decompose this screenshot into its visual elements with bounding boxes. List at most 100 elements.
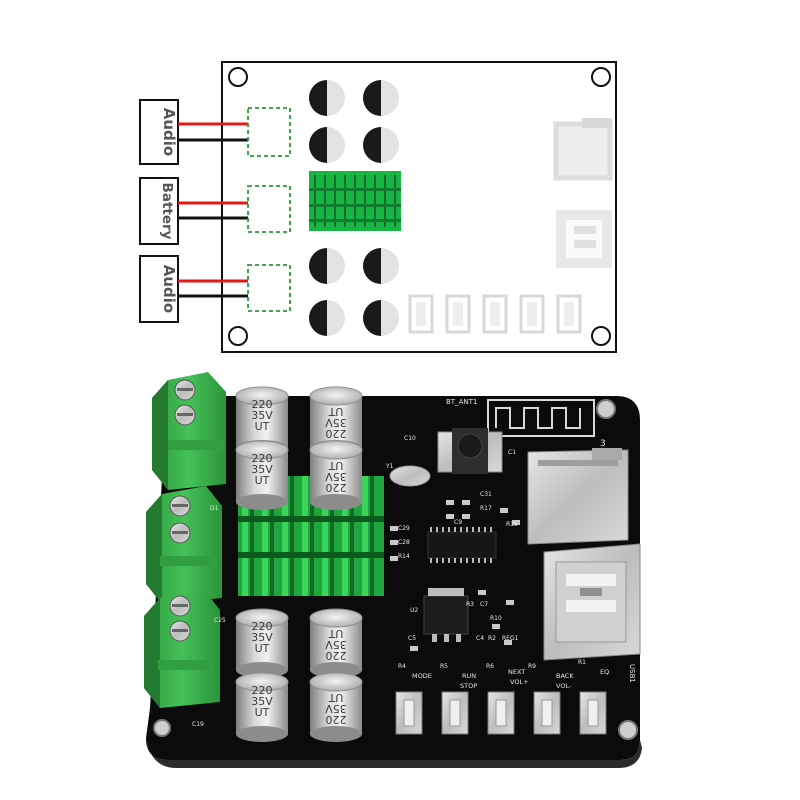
- label-eq: EQ: [600, 668, 609, 676]
- usb-port: [543, 543, 641, 661]
- silk-usb: USB1: [628, 664, 636, 683]
- mount-hole: [228, 326, 248, 346]
- capacitor-marking: 35V: [251, 409, 273, 422]
- capacitor-marking: 220: [326, 713, 347, 726]
- capacitor-marking: 35V: [325, 470, 347, 483]
- capacitor-marking: 35V: [251, 463, 273, 476]
- silk-header: BT_ANT1: [446, 398, 477, 406]
- connector-box: [247, 185, 291, 233]
- label-battery: Battery: [139, 177, 179, 245]
- capacitor-marking: UT: [328, 405, 343, 418]
- capacitor-marking: 220: [252, 620, 273, 633]
- ref: U2: [410, 607, 418, 614]
- crystal: [389, 465, 431, 487]
- capacitor-marking: UT: [255, 474, 270, 487]
- capacitor-marking: 220: [326, 427, 347, 440]
- ref: D1: [210, 505, 219, 512]
- ref: R1: [578, 659, 586, 666]
- ref: C28: [398, 539, 410, 546]
- ref: R6: [486, 663, 494, 670]
- screw-terminal: [146, 486, 222, 604]
- ref: C1: [508, 449, 516, 456]
- push-buttons: [395, 691, 607, 735]
- capacitor-marking: UT: [255, 642, 270, 655]
- ref: R15: [506, 521, 518, 528]
- capacitor-marking: 220: [252, 398, 273, 411]
- silk-sd: 3: [600, 439, 606, 449]
- heatsink-symbol: [309, 171, 401, 231]
- main-ic: [427, 527, 497, 563]
- capacitor-marking: 35V: [325, 416, 347, 429]
- capacitor-marking: UT: [328, 459, 343, 472]
- mount-hole: [591, 326, 611, 346]
- label-mode: MODE: [412, 672, 432, 680]
- ref: C9: [454, 519, 462, 526]
- label-text: Audio: [160, 108, 178, 156]
- connector-box: [247, 107, 291, 157]
- ref: R3: [466, 601, 474, 608]
- capacitor-marking: 35V: [325, 638, 347, 651]
- ref: R2: [488, 635, 496, 642]
- capacitor-marking: UT: [328, 627, 343, 640]
- label-voldown: VOL-: [556, 682, 572, 690]
- capacitor-marking: 220: [252, 684, 273, 697]
- capacitor-group: 22035VUT22035VUT22035VUT22035VUT22035VUT…: [235, 386, 363, 742]
- ref: C19: [192, 721, 204, 728]
- label-audio-top: Audio: [139, 99, 179, 165]
- regulator: [423, 588, 469, 642]
- label-back: BACK: [556, 672, 574, 680]
- mount-hole: [591, 67, 611, 87]
- pcb-hole: [618, 720, 638, 740]
- silk-refs: C10 C1 Y1 C29 C28 R14 C31 R17 R15 C9 U2 …: [192, 435, 586, 728]
- ref: Y1: [385, 463, 394, 470]
- screw-terminal: [144, 590, 220, 708]
- label-stop: STOP: [460, 682, 477, 690]
- board-photo: 22035VUT22035VUT22035VUT22035VUT22035VUT…: [144, 372, 642, 768]
- sd-card-slot: [527, 448, 629, 545]
- wiring-diagram: Audio Battery Audio: [139, 61, 617, 353]
- capacitor-marking: 35V: [251, 631, 273, 644]
- antenna-trace: [487, 399, 595, 437]
- connector-box: [247, 264, 291, 312]
- capacitor-marking: 220: [326, 481, 347, 494]
- ref: R9: [528, 663, 536, 670]
- ref: R17: [480, 505, 492, 512]
- ref: C5: [408, 635, 416, 642]
- capacitor-symbols: [309, 80, 399, 336]
- ref: C7: [480, 601, 488, 608]
- mount-hole: [228, 67, 248, 87]
- ref: C31: [480, 491, 492, 498]
- capacitor-marking: 35V: [325, 702, 347, 715]
- capacitor-marking: 220: [326, 649, 347, 662]
- label-text: Audio: [160, 265, 178, 313]
- label-text: Battery: [159, 183, 175, 240]
- capacitor-marking: UT: [255, 420, 270, 433]
- ref: REG1: [502, 635, 519, 642]
- capacitor-marking: 220: [252, 452, 273, 465]
- capacitor-marking: 35V: [251, 695, 273, 708]
- ref: C10: [404, 435, 416, 442]
- smd-components: [390, 500, 520, 651]
- wires: [178, 122, 248, 298]
- ref: C29: [398, 525, 410, 532]
- screw-terminal: [152, 372, 226, 490]
- sd-slot-symbol: [553, 118, 613, 181]
- usb-symbol: [556, 210, 612, 268]
- capacitor-marking: UT: [328, 691, 343, 704]
- tactile-switch: [437, 428, 503, 474]
- label-audio-bottom: Audio: [139, 255, 179, 323]
- ref: R14: [398, 553, 410, 560]
- ref: R10: [490, 615, 502, 622]
- capacitor-marking: UT: [255, 706, 270, 719]
- ref: R4: [398, 663, 406, 670]
- ref: C25: [214, 617, 226, 624]
- button-symbols: [408, 294, 582, 334]
- ref: R5: [440, 663, 448, 670]
